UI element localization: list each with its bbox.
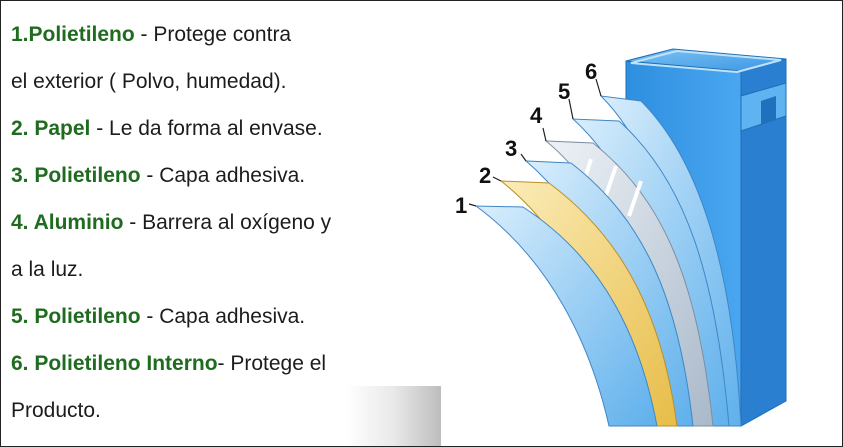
line-layer-4: 4. Aluminio - Barrera al oxígeno y <box>11 211 331 235</box>
layer-number-5: 5 <box>558 79 570 104</box>
layer-6-desc-cont: Producto. <box>11 399 101 422</box>
line-layer-6: 6. Polietileno Interno- Protege el <box>11 352 326 376</box>
layer-number-4: 4 <box>530 103 543 128</box>
layer-1-name: 1.Polietileno <box>11 23 135 46</box>
layer-1-desc-cont: el exterior ( Polvo, humedad). <box>11 70 287 93</box>
foil-highlight <box>627 180 643 217</box>
line-layer-1-cont: el exterior ( Polvo, humedad). <box>11 70 286 94</box>
line-layer-6-cont: Producto. <box>11 399 101 423</box>
layer-4-desc: - Barrera al oxígeno y <box>123 211 332 234</box>
leader-lines <box>468 78 602 207</box>
layer-1-sheet <box>474 205 658 427</box>
layer-6-desc: - Protege el <box>217 352 327 375</box>
line-layer-4-cont: a la luz. <box>11 258 83 282</box>
line-layer-1: 1.Polietileno - Protege contra <box>11 23 291 47</box>
line-layer-2: 2. Papel - Le da forma al envase. <box>11 117 323 141</box>
layer-4-desc-cont: a la luz. <box>11 258 84 281</box>
layer-number-1: 1 <box>455 193 467 218</box>
layer-number-2: 2 <box>479 163 491 188</box>
layer-4-name: 4. Aluminio <box>11 211 124 234</box>
layer-1-desc: - Protege contra <box>134 23 292 46</box>
layer-2-name: 2. Papel <box>11 117 91 140</box>
carton-layers-diagram: 1 2 3 4 5 6 <box>455 48 787 427</box>
layer-2-desc: - Le da forma al envase. <box>90 117 323 140</box>
layer-number-6: 6 <box>585 59 597 84</box>
line-layer-5: 5. Polietileno - Capa adhesiva. <box>11 305 305 329</box>
layer-5-desc: - Capa adhesiva. <box>140 305 306 328</box>
layer-3-name: 3. Polietileno <box>11 164 141 187</box>
layer-6-name: 6. Polietileno Interno <box>11 352 218 375</box>
layer-5-name: 5. Polietileno <box>11 305 141 328</box>
layer-sheets <box>474 95 742 427</box>
layer-number-3: 3 <box>505 136 517 161</box>
layer-3-desc: - Capa adhesiva. <box>140 164 306 187</box>
gray-fade-block <box>346 386 441 446</box>
line-layer-3: 3. Polietileno - Capa adhesiva. <box>11 164 305 188</box>
